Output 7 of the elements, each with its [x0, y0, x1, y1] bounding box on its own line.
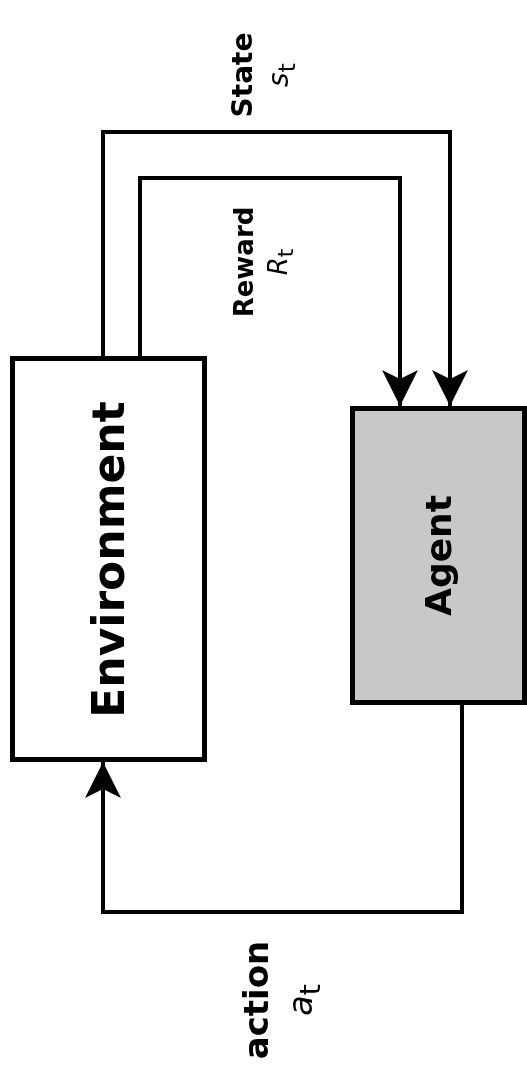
- node-label: Agent: [418, 495, 459, 616]
- arrow: [138, 176, 418, 406]
- process-box: [350, 406, 527, 705]
- arrow: [101, 130, 468, 406]
- process-box: [10, 356, 207, 762]
- node-label: Environment: [83, 400, 134, 718]
- arrow: [85, 705, 464, 914]
